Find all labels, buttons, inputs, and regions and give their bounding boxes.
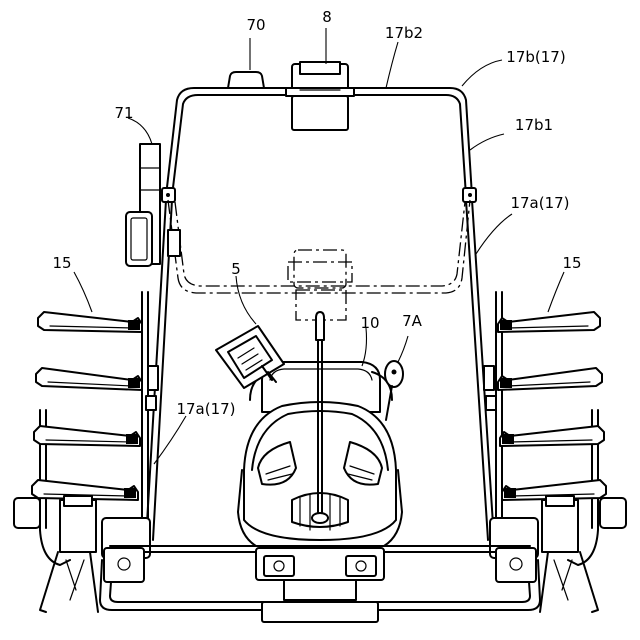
label-8: 8: [322, 8, 332, 26]
control-box-5: [216, 326, 284, 388]
label-71: 71: [114, 104, 133, 122]
work-light-8: [286, 62, 354, 130]
label-7A: 7A: [402, 312, 423, 330]
label-70: 70: [246, 16, 265, 34]
lever-7A: [385, 361, 403, 420]
label-17b2: 17b2: [385, 24, 423, 42]
label-17b: 17b(17): [506, 48, 565, 66]
label-5: 5: [231, 260, 241, 278]
label-17a-left: 17a(17): [176, 400, 235, 418]
label-15-right: 15: [562, 254, 581, 272]
label-17a-right: 17a(17): [510, 194, 569, 212]
label-15-left: 15: [52, 254, 71, 272]
folded-frame-phantom: [168, 200, 470, 320]
label-10: 10: [360, 314, 379, 332]
beacon-70: [228, 72, 264, 88]
label-17b1: 17b1: [515, 116, 553, 134]
front-frame: [100, 546, 540, 622]
